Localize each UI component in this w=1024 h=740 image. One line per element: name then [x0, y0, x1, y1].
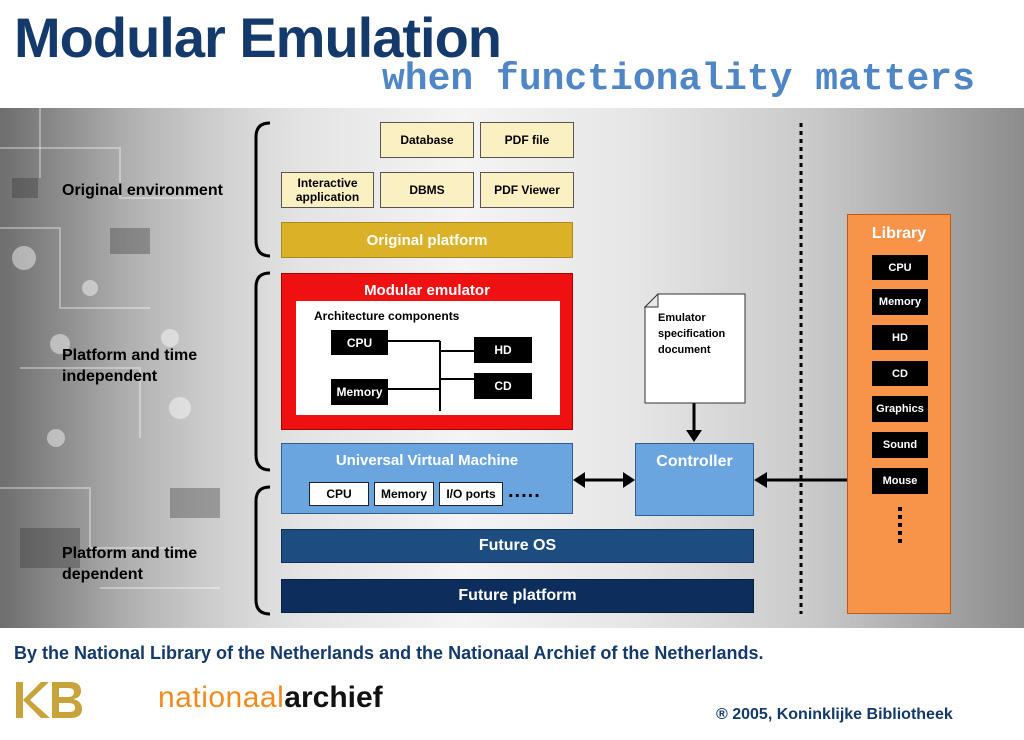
library-title: Library — [871, 225, 927, 242]
database-box: Database — [380, 122, 474, 158]
page-subtitle: when functionality matters — [382, 58, 975, 101]
emulator-cpu: CPU — [331, 330, 388, 355]
arrow-down-head — [686, 430, 702, 442]
logo-nationaal: nationaal — [158, 681, 285, 714]
library-item-sound: Sound — [872, 432, 928, 458]
specification-document-text: Emulator specification document — [658, 310, 725, 358]
pdf-file-box: PDF file — [480, 122, 574, 158]
architecture-components-title: Architecture components — [314, 309, 460, 323]
dbms-box: DBMS — [380, 172, 474, 208]
arrow-library-head — [754, 472, 767, 488]
section-label-independent-1: Platform and time — [62, 347, 198, 364]
future-platform-box: Future platform — [281, 579, 754, 613]
library-more-dots — [898, 507, 902, 543]
interactive-application-box: Interactive application — [281, 172, 374, 208]
library-item-cpu: CPU — [872, 255, 928, 280]
spec-line-3: document — [658, 344, 711, 356]
universal-virtual-machine-box: Universal Virtual Machine CPU Memory I/O… — [281, 443, 573, 514]
brace-independent — [254, 271, 271, 472]
modular-emulator-title: Modular emulator — [364, 282, 490, 299]
section-label-independent-2: independent — [62, 368, 158, 385]
library-panel: Library CPU Memory HD CD Graphics Sound … — [847, 214, 951, 614]
section-label-dependent-1: Platform and time — [62, 545, 198, 562]
architecture-components-panel: Architecture components CPU Memory HD CD — [296, 301, 560, 415]
controller-box: Controller — [635, 443, 754, 516]
library-item-memory: Memory — [872, 289, 928, 315]
uvm-cpu: CPU — [309, 482, 369, 506]
page-title: Modular Emulation — [14, 6, 502, 69]
copyright-notice: ® 2005, Koninklijke Bibliotheek — [716, 706, 953, 723]
uvm-title: Universal Virtual Machine — [335, 452, 519, 469]
spec-line-1: Emulator — [658, 312, 706, 324]
arrow-left-head — [573, 472, 585, 488]
section-label-dependent-2: dependent — [62, 566, 143, 583]
uvm-io-ports: I/O ports — [439, 482, 503, 506]
logo-archief: archief — [284, 681, 383, 714]
library-item-mouse: Mouse — [872, 468, 928, 494]
spec-line-2: specification — [658, 328, 726, 340]
architecture-bus-lines — [388, 340, 474, 411]
controller-label: Controller — [656, 453, 733, 470]
modular-emulator-box: Modular emulator Architecture components… — [281, 273, 573, 430]
interactive-line-2: application — [295, 190, 360, 204]
emulator-hd: HD — [474, 337, 532, 363]
library-item-graphics: Graphics — [872, 396, 928, 422]
original-platform-box: Original platform — [281, 222, 573, 258]
section-label-original: Original environment — [62, 182, 223, 199]
nationaal-archief-logo: nationaalarchief — [158, 676, 383, 720]
kb-logo — [16, 682, 82, 718]
interactive-line-1: Interactive — [297, 176, 358, 190]
uvm-more-ellipsis: ..... — [508, 480, 541, 502]
brace-dependent — [254, 485, 271, 616]
brace-original — [254, 121, 271, 258]
emulator-memory: Memory — [331, 379, 388, 405]
arrow-right-head — [623, 472, 635, 488]
pdf-viewer-box: PDF Viewer — [480, 172, 574, 208]
footer-credit: By the National Library of the Netherlan… — [14, 643, 764, 663]
circuit-board-image — [0, 108, 300, 628]
library-item-hd: HD — [872, 325, 928, 350]
library-item-cd: CD — [872, 361, 928, 386]
uvm-memory: Memory — [374, 482, 434, 506]
future-os-box: Future OS — [281, 529, 754, 563]
specification-document-icon — [644, 293, 746, 404]
emulator-cd: CD — [474, 373, 532, 399]
